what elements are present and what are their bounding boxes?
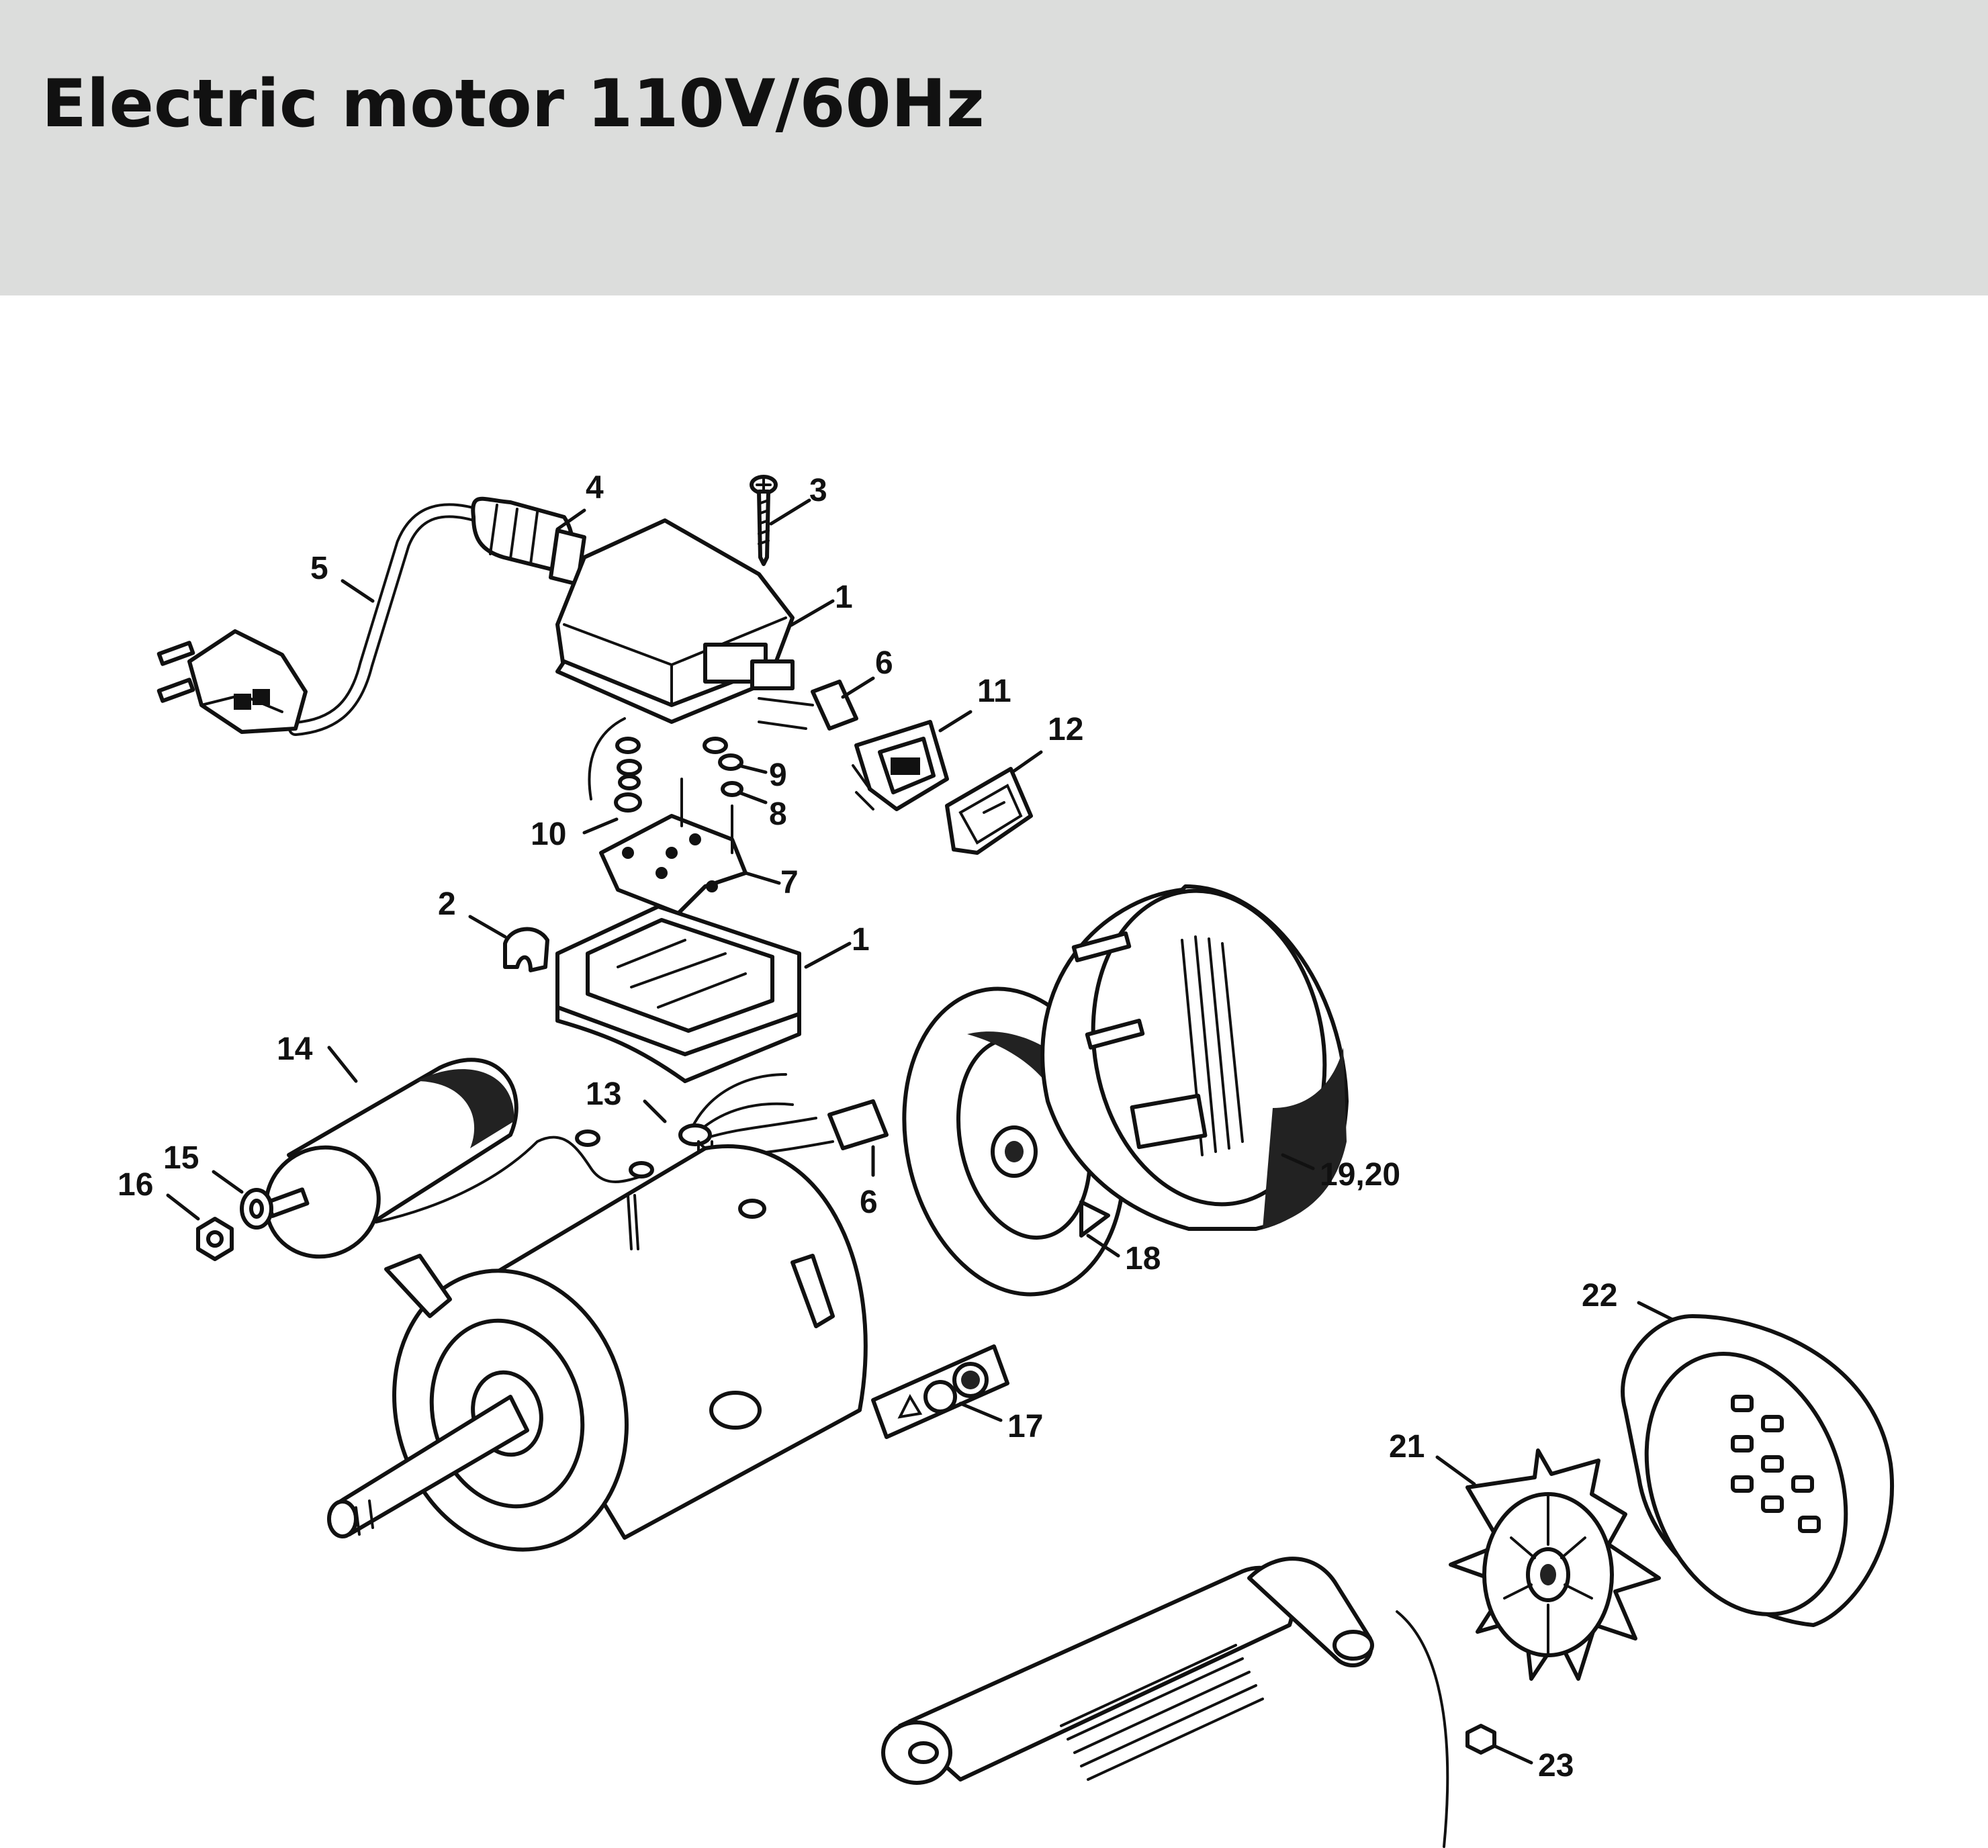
callout-label-18: 18 (1125, 1241, 1161, 1277)
callout-label-15: 15 (163, 1140, 199, 1176)
callout-label-12: 12 (1048, 712, 1083, 747)
callout-label-21: 21 (1389, 1429, 1425, 1465)
cable-grommet-illustration (503, 927, 549, 972)
callout-label-4: 4 (586, 470, 604, 506)
stator-ring-illustration (1040, 884, 1349, 1231)
terminal-board-illustration (599, 778, 748, 915)
callout-label-22: 22 (1582, 1278, 1617, 1313)
callout-label-16: 16 (118, 1167, 153, 1203)
callout-label-6a: 6 (875, 645, 893, 681)
rotor-illustration (881, 1557, 1449, 1848)
motor-housing-illustration (327, 1144, 868, 1552)
callout-label-19-20: 19,20 (1320, 1157, 1400, 1193)
page-title: Electric motor 110V/60Hz (42, 66, 985, 142)
warning-label-illustration (871, 1344, 1009, 1439)
screw-illustration (750, 475, 778, 566)
exploded-parts-diagram: 1 1 2 3 4 5 6 6 7 8 9 10 11 12 13 14 15 … (118, 470, 1894, 1848)
callout-labels: 1 1 2 3 4 5 6 6 7 8 9 10 11 12 13 14 15 … (118, 470, 1617, 1784)
callout-label-5: 5 (310, 551, 328, 586)
callout-label-1b: 1 (852, 922, 870, 958)
terminal-box-base-illustration (555, 905, 801, 1083)
terminal-box-cover-illustration (555, 518, 795, 800)
nut-illustration (196, 1217, 234, 1261)
nuts-and-washers-illustration (614, 737, 743, 813)
callout-leader-lines (166, 498, 1674, 1765)
callout-label-13: 13 (586, 1076, 621, 1112)
callout-label-10: 10 (531, 817, 566, 852)
fan-cover-illustration (1621, 1314, 1894, 1627)
callout-label-1a: 1 (835, 580, 853, 615)
switch-cap-illustration (945, 767, 1033, 855)
cable-gland-illustration (471, 496, 586, 586)
callout-label-7: 7 (780, 865, 799, 900)
callout-label-8: 8 (769, 796, 787, 832)
power-cord-illustration (156, 503, 491, 736)
callout-label-6b: 6 (860, 1185, 878, 1220)
callout-label-17: 17 (1007, 1409, 1043, 1444)
flat-connector-illustration (758, 680, 858, 731)
callout-label-9: 9 (769, 757, 787, 793)
callout-label-3: 3 (809, 473, 827, 508)
hex-bolt-illustration (1465, 1724, 1496, 1755)
callout-label-14: 14 (277, 1031, 313, 1067)
callout-label-23: 23 (1538, 1748, 1574, 1784)
callout-label-2: 2 (438, 886, 456, 922)
rocker-switch-illustration (852, 720, 949, 811)
fan-impeller-illustration (1449, 1448, 1661, 1681)
washer-illustration (240, 1188, 273, 1230)
header-bar: Electric motor 110V/60Hz (0, 0, 1988, 295)
callout-label-11: 11 (977, 674, 1011, 709)
capacitor-illustration (264, 1058, 654, 1259)
